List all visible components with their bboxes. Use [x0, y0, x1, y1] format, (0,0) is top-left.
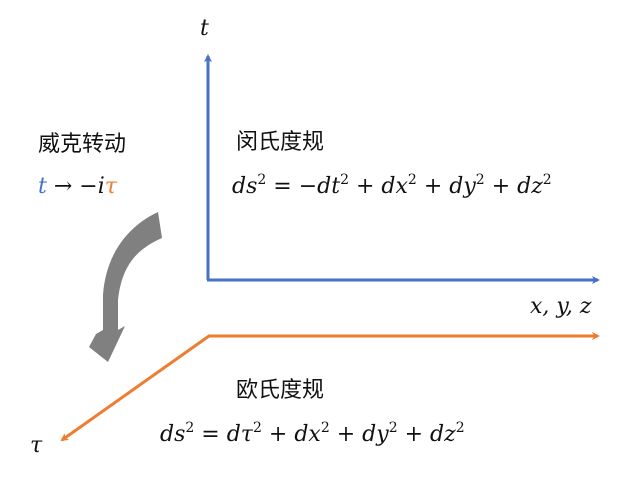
term: + dy: [329, 422, 389, 447]
exp: 2: [257, 172, 267, 188]
tau-axis: [60, 334, 210, 442]
exp: 2: [185, 420, 195, 436]
wick-tau: τ: [104, 174, 117, 199]
exp: 2: [407, 172, 417, 188]
exp: 2: [475, 172, 485, 188]
term: ds: [160, 422, 186, 447]
exp: 2: [320, 420, 330, 436]
curved-rotation-arrow-icon: [89, 212, 162, 362]
wick-rotation-title: 威克转动: [38, 132, 127, 157]
t-axis-label: t: [200, 16, 209, 41]
term: + dz: [397, 422, 456, 447]
space-axes-label: x, y, z: [530, 294, 592, 319]
term: ds: [232, 174, 258, 199]
term: = −dt: [266, 174, 341, 199]
term: + dy: [416, 174, 476, 199]
minkowski-title: 闵氏度规: [236, 130, 325, 155]
exp: 2: [340, 172, 349, 188]
euclidean-formula: ds2 = dτ2 + dx2 + dy2 + dz2: [160, 420, 465, 447]
term: = dτ: [194, 422, 253, 447]
exp: 2: [388, 420, 398, 436]
exp: 2: [252, 420, 262, 436]
minkowski-formula: ds2 = −dt2 + dx2 + dy2 + dz2: [232, 172, 552, 199]
exp: 2: [455, 420, 465, 436]
term: + dx: [261, 422, 321, 447]
euclidean-title: 欧氏度规: [236, 378, 325, 403]
exp: 2: [542, 172, 552, 188]
term: + dx: [349, 174, 408, 199]
wick-arrow: → −i: [46, 174, 105, 199]
wick-t: t: [38, 174, 47, 199]
tau-axis-label: τ: [30, 433, 43, 458]
term: + dz: [484, 174, 543, 199]
wick-rotation-formula: t → −iτ: [38, 174, 117, 199]
